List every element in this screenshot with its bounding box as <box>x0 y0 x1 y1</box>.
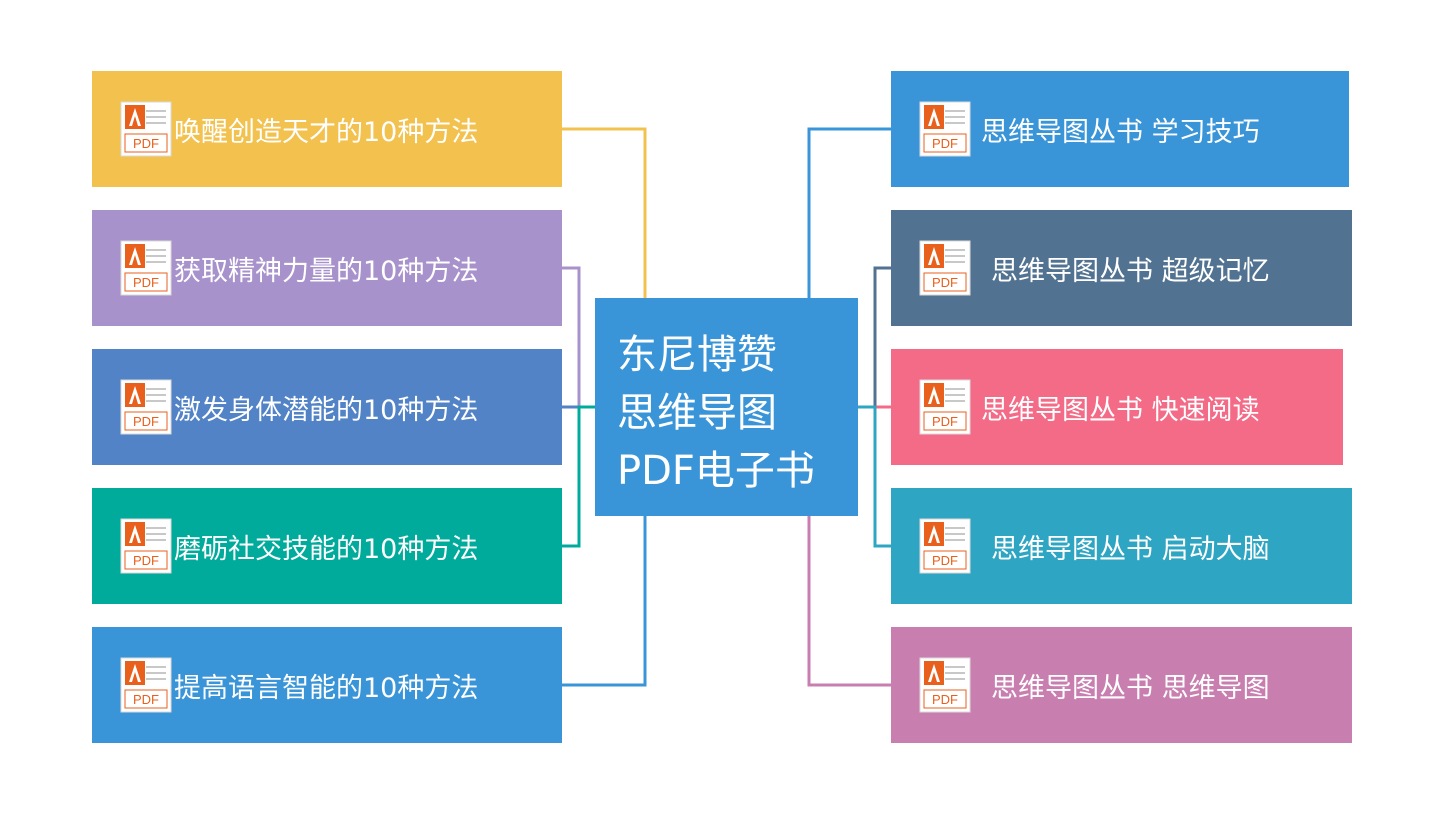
left-branch-label: 获取精神力量的10种方法 <box>174 255 479 287</box>
central-topic-line-1: 东尼博赞 <box>617 332 777 378</box>
right-branch-5[interactable]: PDF 思维导图丛书 思维导图 <box>891 627 1352 743</box>
svg-text:PDF: PDF <box>932 136 958 151</box>
pdf-file-icon: PDF <box>120 101 172 157</box>
right-branch-label: 思维导图丛书 启动大脑 <box>991 533 1270 565</box>
left-branch-label: 激发身体潜能的10种方法 <box>174 394 479 426</box>
right-branch-label: 思维导图丛书 学习技巧 <box>981 116 1260 148</box>
left-branch-2[interactable]: PDF 获取精神力量的10种方法 <box>92 210 562 326</box>
left-branch-label: 唤醒创造天才的10种方法 <box>174 116 479 148</box>
pdf-file-icon: PDF <box>120 518 172 574</box>
right-branch-label: 思维导图丛书 思维导图 <box>991 672 1270 704</box>
left-branch-5[interactable]: PDF 提高语言智能的10种方法 <box>92 627 562 743</box>
left-branch-4[interactable]: PDF 磨砺社交技能的10种方法 <box>92 488 562 604</box>
right-branch-label: 思维导图丛书 超级记忆 <box>991 255 1270 287</box>
svg-text:PDF: PDF <box>133 136 159 151</box>
pdf-file-icon: PDF <box>919 240 971 296</box>
connector-left-2 <box>562 266 595 409</box>
left-branch-3[interactable]: PDF 激发身体潜能的10种方法 <box>92 349 562 465</box>
connector-right-4 <box>858 405 891 548</box>
left-branch-label: 磨砺社交技能的10种方法 <box>174 533 479 565</box>
svg-text:PDF: PDF <box>932 414 958 429</box>
left-branch-1[interactable]: PDF 唤醒创造天才的10种方法 <box>92 71 562 187</box>
pdf-file-icon: PDF <box>919 379 971 435</box>
connector-right-1 <box>807 127 891 298</box>
pdf-file-icon: PDF <box>120 240 172 296</box>
svg-text:PDF: PDF <box>133 553 159 568</box>
svg-text:PDF: PDF <box>932 553 958 568</box>
right-branch-4[interactable]: PDF 思维导图丛书 启动大脑 <box>891 488 1352 604</box>
connector-right-2 <box>858 266 891 409</box>
right-branch-1[interactable]: PDF 思维导图丛书 学习技巧 <box>891 71 1349 187</box>
right-branch-label: 思维导图丛书 快速阅读 <box>981 394 1260 426</box>
pdf-file-icon: PDF <box>919 101 971 157</box>
left-branch-label: 提高语言智能的10种方法 <box>174 672 479 704</box>
connector-left-4 <box>562 405 595 548</box>
connector-left-1 <box>562 127 647 298</box>
svg-text:PDF: PDF <box>932 275 958 290</box>
right-branch-3[interactable]: PDF 思维导图丛书 快速阅读 <box>891 349 1343 465</box>
connector-left-5 <box>562 516 647 687</box>
svg-text:PDF: PDF <box>932 692 958 707</box>
pdf-file-icon: PDF <box>120 379 172 435</box>
svg-text:PDF: PDF <box>133 414 159 429</box>
svg-text:PDF: PDF <box>133 275 159 290</box>
svg-text:PDF: PDF <box>133 692 159 707</box>
pdf-file-icon: PDF <box>919 518 971 574</box>
right-branch-2[interactable]: PDF 思维导图丛书 超级记忆 <box>891 210 1352 326</box>
central-topic[interactable]: 东尼博赞 思维导图 PDF电子书 <box>595 298 858 516</box>
pdf-file-icon: PDF <box>919 657 971 713</box>
pdf-file-icon: PDF <box>120 657 172 713</box>
connector-right-5 <box>807 516 891 687</box>
central-topic-line-2: 思维导图 <box>617 390 777 436</box>
central-topic-line-3: PDF电子书 <box>617 448 815 494</box>
